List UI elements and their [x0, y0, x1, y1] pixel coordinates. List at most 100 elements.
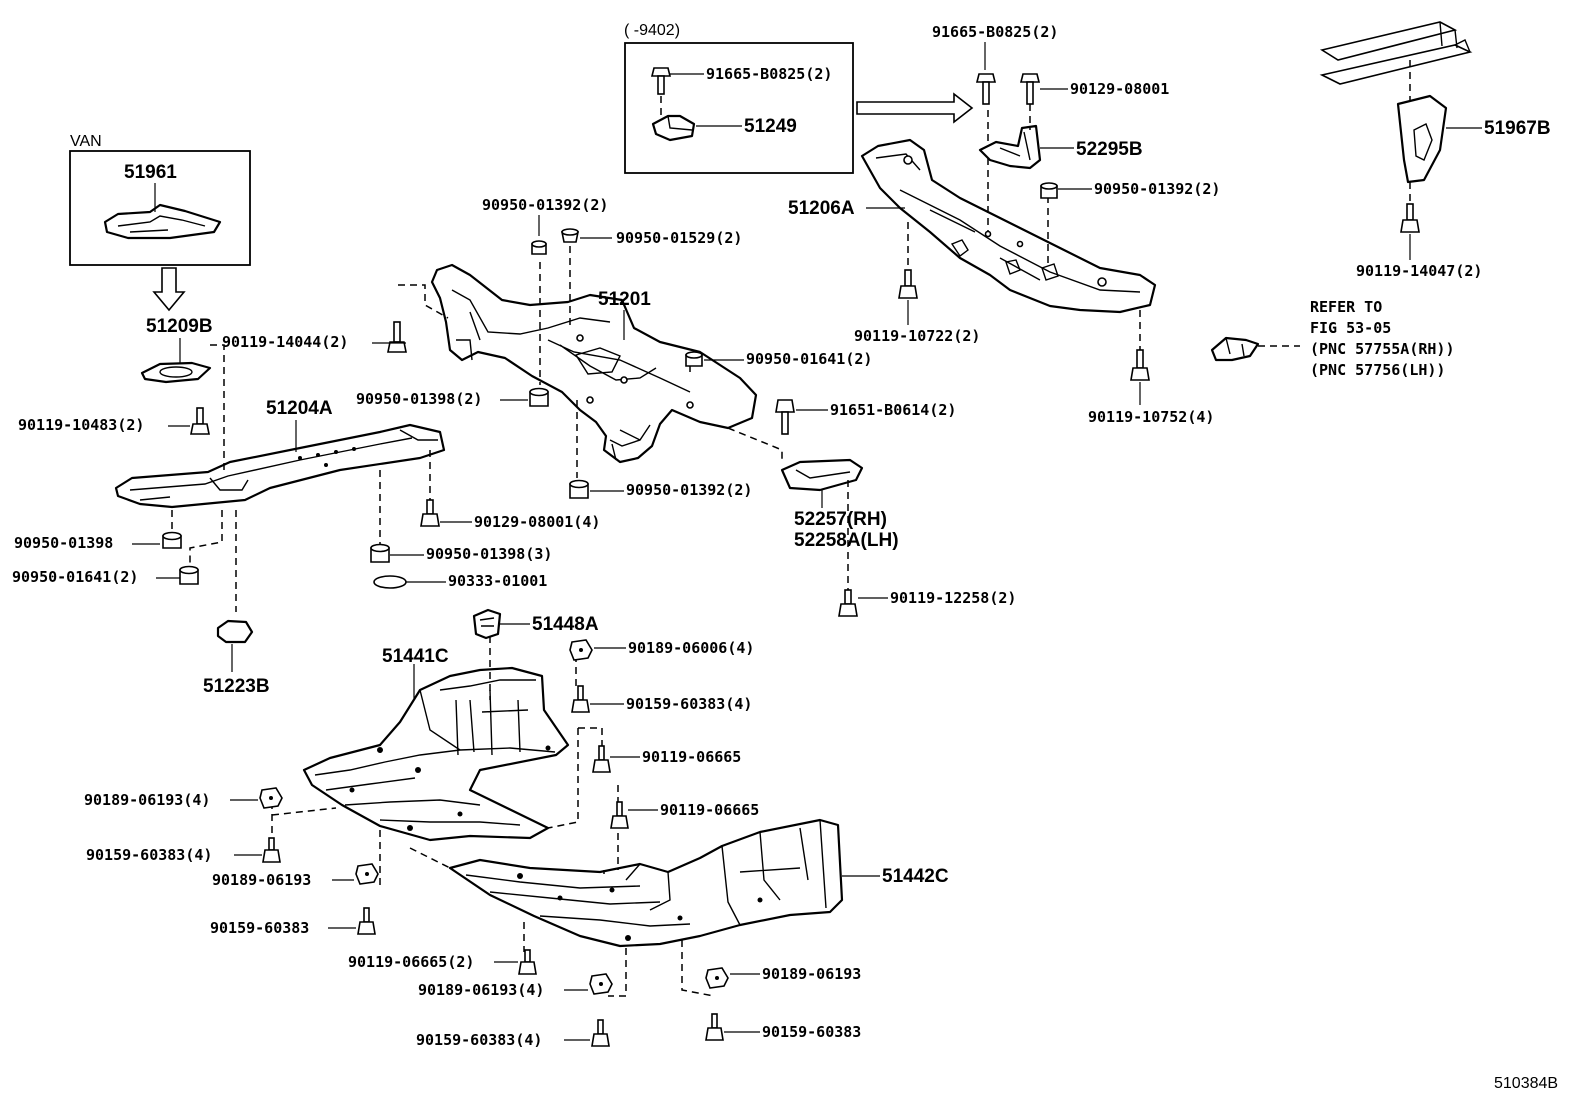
callout-90159-60383-d: 90159-60383(4) — [416, 1031, 542, 1049]
right-arrow-icon — [856, 92, 974, 124]
clip-icon — [589, 973, 613, 995]
callout-90119-10483: 90119-10483(2) — [18, 416, 144, 434]
callout-90189-06193-b: 90189-06193 — [212, 871, 311, 889]
bolt-icon — [262, 837, 281, 863]
down-arrow-icon — [152, 267, 186, 312]
bracket-52295b: 52295B — [978, 104, 1143, 170]
clip-icon — [705, 967, 729, 989]
part-51441c-label: 51441C — [382, 646, 449, 667]
crossmember-holes — [298, 447, 356, 467]
part-51961-shape — [103, 203, 222, 240]
bolt-icon — [518, 949, 537, 975]
callout-90129-08001-b: 90129-08001 — [1070, 80, 1169, 98]
part-51206a-label: 51206A — [788, 198, 855, 219]
figure-code: 510384B — [1494, 1075, 1558, 1092]
cover-51442c: 51442C — [409, 785, 949, 997]
callout-90159-60383-c: 90159-60383 — [210, 919, 309, 937]
callout-90950-01392-c: 90950-01392(2) — [1094, 180, 1220, 198]
part-51209b-label: 51209B — [146, 316, 213, 337]
part-51201-label: 51201 — [598, 289, 651, 310]
callout-90119-06665-b: 90119-06665 — [660, 801, 759, 819]
refer-note: REFER TO FIG 53-05 (PNC 57755A(RH)) (PNC… — [1210, 298, 1455, 379]
hardware — [162, 67, 1420, 1047]
bolt-icon — [650, 67, 672, 95]
callout-90159-60383-b: 90159-60383(4) — [86, 846, 212, 864]
bolt-icon — [190, 407, 210, 435]
washer-icon — [373, 575, 407, 589]
part-52257-label: 52257(RH) — [794, 509, 887, 530]
part-51442c-shape — [448, 818, 844, 948]
callouts: 90119-14044(2) 90119-10483(2) 90950-0139… — [12, 23, 1482, 1049]
part-51441c-shape — [302, 666, 570, 842]
part-51223b-label: 51223B — [203, 676, 270, 697]
callout-91665-b0825-b: 91665-B0825(2) — [932, 23, 1058, 41]
bolt-icon — [592, 745, 611, 773]
callout-90950-01529: 90950-01529(2) — [616, 229, 742, 247]
callout-90950-01641-b: 90950-01641(2) — [746, 350, 872, 368]
callout-90159-60383-e: 90159-60383 — [762, 1023, 861, 1041]
bolt-icon — [1130, 349, 1150, 381]
part-52295b-label: 52295B — [1076, 139, 1143, 160]
crossmember-51206a: 51206A — [788, 110, 1157, 350]
part-51967b-shape — [1396, 94, 1448, 184]
callout-90159-60383-a: 90159-60383(4) — [626, 695, 752, 713]
bolt-icon — [705, 1013, 724, 1041]
bushing-icon — [370, 543, 390, 563]
callout-90119-14044: 90119-14044(2) — [222, 333, 348, 351]
bolt-icon — [1400, 203, 1420, 233]
bracket-52257: 52257(RH) 52258A(LH) — [780, 458, 899, 592]
callout-90129-08001-a: 90129-08001(4) — [474, 513, 600, 531]
callout-90950-01641-a: 90950-01641(2) — [12, 568, 138, 586]
bushing-icon — [179, 565, 199, 585]
refer-line-2: FIG 53-05 — [1310, 319, 1391, 337]
callout-90189-06193-c: 90189-06193(4) — [418, 981, 544, 999]
part-51448a-label: 51448A — [532, 614, 599, 635]
part-51206a-shape — [860, 138, 1157, 314]
refer-line-1: REFER TO — [1310, 298, 1382, 316]
date-range-inset: ( -9402) 51249 — [624, 22, 854, 174]
callout-90333-01001: 90333-01001 — [448, 572, 547, 590]
callout-90119-06665-c: 90119-06665(2) — [348, 953, 474, 971]
bolt-icon — [387, 321, 407, 353]
part-51448a-shape — [472, 608, 502, 640]
part-52257-shape — [780, 458, 864, 492]
bushing-icon — [569, 479, 589, 499]
callout-90950-01398-b: 90950-01398(2) — [356, 390, 482, 408]
callout-90950-01398-a: 90950-01398 — [14, 534, 113, 552]
bushing-icon — [685, 351, 703, 367]
bolt-icon — [975, 73, 997, 105]
bracket-51967b: 51967B — [1319, 21, 1551, 206]
part-52258a-label: 52258A(LH) — [794, 530, 899, 551]
clip-icon — [259, 787, 283, 809]
date-range-box — [624, 42, 854, 174]
crossmember-51204a: 51209B 51204A 51223B — [114, 316, 446, 697]
bolt-icon — [898, 269, 918, 299]
date-range-label: ( -9402) — [624, 22, 680, 39]
referenced-part-shape — [1210, 336, 1260, 362]
subframe-51201: 51201 — [397, 246, 783, 478]
part-51209b-shape — [140, 361, 212, 384]
callout-91651-b0614: 91651-B0614(2) — [830, 401, 956, 419]
van-inset: VAN 51961 — [69, 133, 251, 266]
bushing-icon — [1040, 182, 1058, 199]
van-label: VAN — [70, 133, 102, 150]
clip-icon — [355, 863, 379, 885]
callout-91665-b0825-a: 91665-B0825(2) — [706, 65, 832, 83]
bolt-icon — [357, 907, 376, 935]
bushing-icon — [531, 240, 547, 255]
bushing-icon — [529, 387, 549, 407]
van-box — [69, 150, 251, 266]
part-52295b-shape — [978, 124, 1042, 170]
callout-90119-06665-a: 90119-06665 — [642, 748, 741, 766]
bolt-icon — [571, 685, 590, 713]
callout-90189-06193-d: 90189-06193 — [762, 965, 861, 983]
part-51204a-shape — [114, 423, 446, 509]
callout-leaders — [132, 42, 1411, 1041]
callout-90950-01392-b: 90950-01392(2) — [626, 481, 752, 499]
clip-51448a: 51448A — [472, 608, 599, 640]
refer-line-3: (PNC 57755A(RH)) — [1310, 340, 1455, 358]
bolt-icon — [591, 1019, 610, 1047]
bolt-icon — [775, 399, 795, 435]
bushing-icon — [162, 531, 182, 549]
